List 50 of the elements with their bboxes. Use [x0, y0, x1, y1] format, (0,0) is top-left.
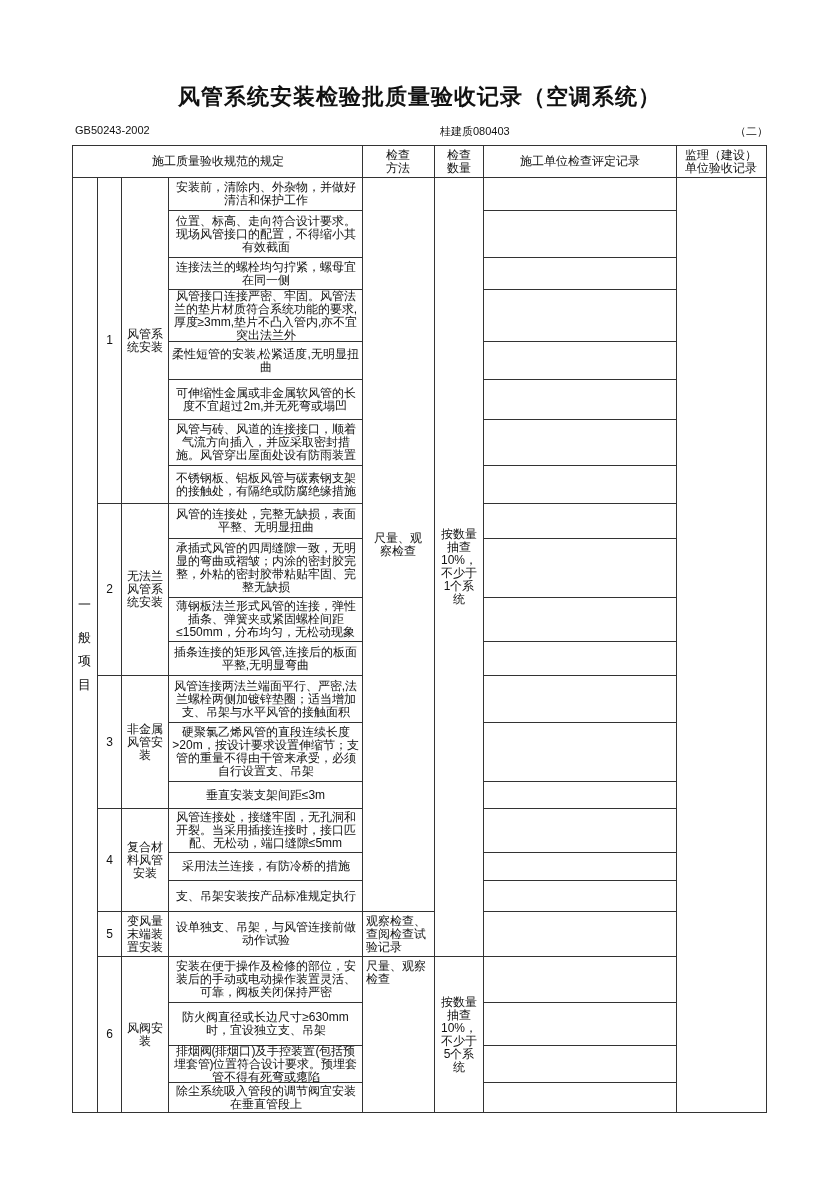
- requirement-text: 设单独支、吊架，与风管连接前做动作试验: [174, 921, 357, 947]
- check-method: 观察检查、查阅检查试验记录: [366, 914, 427, 954]
- column-header: 施工质量验收规范的规定: [151, 155, 284, 168]
- item-number: 3: [106, 735, 113, 749]
- column-header: 检查方法: [385, 148, 412, 175]
- item-name: 变风量末端装置安装: [126, 914, 164, 954]
- requirement-text: 风管连接处，接缝牢固，无孔洞和开裂。当采用插接连接时，接口匹配、无松动，端口缝隙≤5mm: [174, 811, 357, 850]
- item-number: 4: [106, 853, 113, 867]
- requirement-text: 薄钢板法兰形式风管的连接，弹性插条、弹簧夹或紧固螺栓间距≤150mm，分布均匀，无松动现象: [174, 600, 357, 639]
- requirement-text: 硬聚氯乙烯风管的直段连续长度>20m，按设计要求设置伸缩节；支管的重量不得由干管来承受，必须自行设置支、吊架: [172, 726, 359, 778]
- requirement-text: 风管的连接处，完整无缺损，表面平整、无明显扭曲: [174, 508, 357, 534]
- item-name: 无法兰风管系统安装: [126, 570, 164, 609]
- sample-size: 按数量抽查10%，不少于5个系统: [439, 995, 478, 1074]
- sample-size: 按数量抽查10%，不少于1个系统: [439, 528, 478, 606]
- column-header: 施工单位检查评定记录: [520, 155, 640, 168]
- check-method: 尺量、观察检查: [366, 960, 427, 986]
- requirement-text: 不锈钢板、铝板风管与碳素钢支架的接触处，有隔绝或防腐绝缘措施: [174, 471, 357, 498]
- item-number: 2: [106, 583, 113, 596]
- item-number: 5: [106, 927, 113, 941]
- requirement-text: 采用法兰连接，有防冷桥的措施: [181, 860, 350, 873]
- item-number: 6: [106, 1028, 113, 1041]
- requirement-text: 支、吊架安装按产品标准规定执行: [175, 889, 356, 903]
- requirement-text: 防火阀直径或长边尺寸≥630mm时，宜设独立支、吊架: [181, 1011, 350, 1037]
- requirement-text: 安装前，清除内、外杂物，并做好清洁和保护工作: [174, 181, 357, 207]
- column-header: 检查数量: [446, 148, 472, 175]
- item-number: 1: [106, 334, 113, 347]
- requirement-text: 风管与砖、风道的连接接口，顺着气流方向插入，并应采取密封措施。风管穿出屋面处设有防雨装置: [174, 423, 357, 462]
- requirement-text: 安装在便于操作及检修的部位，安装后的手动或电动操作装置灵活、可靠，阀板关闭保持严密: [174, 960, 357, 999]
- requirement-text: 风管接口连接严密、牢固。风管法兰的垫片材质符合系统功能的要求,厚度≥3mm,垫片不凸入管内,亦不宜突出法兰外: [172, 289, 359, 342]
- item-name: 风阀安装: [126, 1021, 164, 1048]
- item-name: 风管系统安装: [126, 327, 164, 354]
- item-name: 非金属风管安装: [126, 722, 164, 762]
- item-name: 复合材料风管安装: [126, 840, 164, 880]
- column-header: 监理（建设）单位验收记录: [684, 148, 759, 175]
- requirement-text: 柔性短管的安装,松紧适度,无明显扭曲: [172, 347, 359, 374]
- form-title: 风管系统安装检验批质量验收记录（空调系统）: [177, 84, 661, 109]
- section-label: 一般项目: [78, 597, 92, 693]
- standard-code: GB50243-2002: [75, 124, 150, 136]
- requirement-text: 承插式风管的四周缝隙一致，无明显的弯曲或褶皱；内涂的密封胶完整，外粘的密封胶带粘贴牢固、完整无缺损: [174, 542, 357, 594]
- page-number: （二）: [735, 125, 768, 137]
- form-code: 桂建质080403: [440, 125, 510, 137]
- requirement-text: 可伸缩性金属或非金属软风管的长度不宜超过2m,并无死弯或塌凹: [174, 386, 357, 413]
- requirement-text: 除尘系统吸入管段的调节阀宜安装在垂直管段上: [174, 1084, 357, 1111]
- requirement-text: 风管连接两法兰端面平行、严密,法兰螺栓两侧加镀锌垫圈；适当增加支、吊架与水平风管的接触面积: [172, 679, 359, 719]
- requirement-text: 位置、标高、走向符合设计要求。现场风管接口的配置，不得缩小其有效截面: [174, 214, 357, 254]
- requirement-text: 垂直安装支架间距≤3m: [205, 788, 326, 802]
- requirement-text: 插条连接的矩形风管,连接后的板面平整,无明显弯曲: [172, 645, 359, 672]
- check-method: 尺量、观察检查: [373, 531, 424, 558]
- requirement-text: 连接法兰的螺栓均匀拧紧，螺母宜在同一侧: [174, 260, 357, 287]
- requirement-text: 排烟阀(排烟口)及手控装置(包括预埋套管)位置符合设计要求。预埋套管不得有死弯或瘪陷: [172, 1044, 359, 1084]
